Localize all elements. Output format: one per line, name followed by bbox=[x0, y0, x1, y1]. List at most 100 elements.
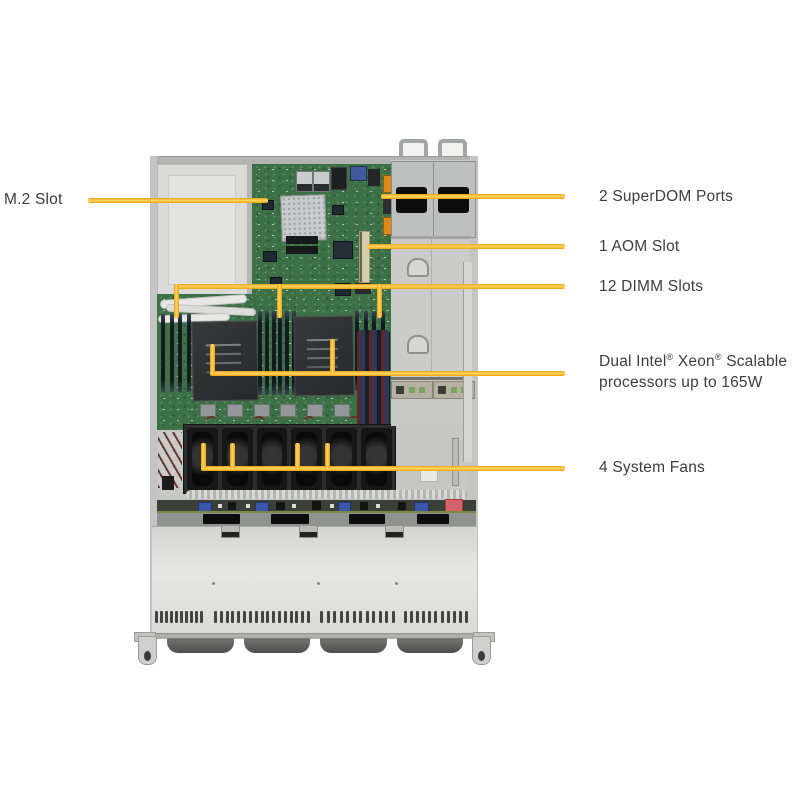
io-port bbox=[368, 169, 380, 186]
lan-port bbox=[313, 171, 330, 192]
vent-slot bbox=[283, 611, 287, 623]
vent-slot bbox=[195, 611, 198, 623]
xeon-text: Dual Intel bbox=[599, 353, 667, 370]
choke bbox=[200, 404, 216, 417]
callout-riser-fan bbox=[201, 443, 206, 469]
backplane-chip bbox=[228, 502, 236, 510]
screw bbox=[212, 582, 215, 585]
vent-slot bbox=[248, 611, 252, 623]
vent-slot-group bbox=[214, 611, 310, 624]
power-cable-bundle bbox=[357, 330, 390, 434]
vent-slot bbox=[254, 611, 258, 623]
backplane-led bbox=[292, 504, 296, 508]
vent-slot bbox=[440, 611, 444, 623]
vent-slot bbox=[346, 611, 350, 623]
vent-slot bbox=[155, 611, 158, 623]
dimm-slot bbox=[278, 311, 283, 395]
vent-slot bbox=[160, 611, 163, 623]
registered-mark: ® bbox=[666, 351, 674, 362]
vent-slot bbox=[428, 611, 432, 623]
aom-slot-connector bbox=[359, 231, 370, 283]
backplane-pcb-edge bbox=[157, 511, 476, 513]
xeon-text: Xeon bbox=[673, 353, 715, 370]
dimm-bank-left bbox=[161, 314, 191, 392]
vent-slot bbox=[446, 611, 450, 623]
vent-slot bbox=[237, 611, 241, 623]
callout-riser-fan bbox=[230, 443, 235, 469]
psu-bay-seam bbox=[391, 236, 470, 239]
dimm-slot bbox=[285, 311, 290, 395]
lan-port bbox=[296, 171, 313, 192]
vent-slot bbox=[320, 611, 323, 623]
vent-slot bbox=[404, 611, 407, 623]
vent-slot bbox=[190, 611, 193, 623]
callout-line-dimm bbox=[174, 284, 565, 289]
vent-slot bbox=[391, 611, 395, 623]
vent-slot bbox=[165, 611, 168, 623]
backplane-led bbox=[246, 504, 250, 508]
braided-cable bbox=[186, 490, 468, 499]
backplane-chip bbox=[312, 501, 321, 510]
vent-slot bbox=[272, 611, 276, 623]
dimm-slot bbox=[264, 311, 269, 395]
vent-slot bbox=[307, 611, 310, 623]
chassis-front-edge bbox=[152, 633, 477, 639]
finger-cutout bbox=[407, 335, 429, 354]
vrm-chokes bbox=[200, 404, 350, 417]
callout-line-xeon bbox=[210, 371, 565, 376]
vent-slot bbox=[175, 611, 178, 623]
psu-fan-opening bbox=[396, 187, 427, 213]
choke bbox=[253, 404, 270, 417]
callout-line-aom bbox=[367, 244, 565, 249]
choke bbox=[333, 404, 350, 417]
vent-slot bbox=[464, 611, 468, 623]
mount-tab bbox=[299, 525, 318, 538]
drive-tray-bottoms bbox=[162, 638, 468, 653]
drive-connector bbox=[203, 514, 240, 524]
vent-slot bbox=[359, 611, 363, 623]
ic-chip bbox=[332, 205, 344, 215]
m2-slot-connector bbox=[286, 236, 318, 244]
vent-slot bbox=[225, 611, 229, 623]
vent-slot bbox=[243, 611, 247, 623]
psu-fan-opening bbox=[438, 187, 469, 213]
callout-riser-xeon bbox=[210, 344, 215, 374]
system-fan bbox=[256, 428, 288, 490]
drive-tray bbox=[243, 638, 310, 653]
mount-tab bbox=[221, 525, 240, 538]
choke bbox=[280, 404, 297, 417]
vent-slot-group bbox=[320, 611, 395, 624]
vent-slot bbox=[458, 611, 462, 623]
vent-slot bbox=[266, 611, 270, 623]
dimm-slot bbox=[186, 314, 191, 392]
callout-drop-dimm bbox=[277, 284, 282, 318]
vent-slot bbox=[452, 611, 456, 623]
cpu1-heatsink bbox=[191, 320, 259, 402]
backplane-led bbox=[376, 504, 380, 508]
chassis-rail bbox=[452, 438, 459, 486]
vent-slot bbox=[385, 611, 389, 623]
vent-slot bbox=[277, 611, 281, 623]
callout-riser-fan bbox=[325, 443, 330, 469]
vent-slot bbox=[289, 611, 293, 623]
xeon-text: Scalable bbox=[721, 353, 788, 370]
rack-ear-left-foot bbox=[138, 636, 157, 665]
dimm-slot bbox=[258, 311, 262, 395]
small-label bbox=[420, 470, 438, 482]
screw bbox=[395, 582, 398, 585]
callout-line-superdom bbox=[381, 194, 565, 199]
drive-connector bbox=[271, 514, 309, 524]
chassis-rail-right bbox=[463, 262, 472, 462]
choke bbox=[307, 404, 324, 417]
callout-riser-xeon bbox=[330, 339, 335, 374]
vent-slot bbox=[231, 611, 235, 623]
vent-slot bbox=[180, 611, 183, 623]
vent-slot bbox=[365, 611, 369, 623]
screw-hole bbox=[144, 651, 151, 661]
vent-slot bbox=[219, 611, 223, 623]
vent-slot-group bbox=[155, 611, 203, 624]
psu-connector-strip bbox=[391, 377, 470, 380]
vent-slot bbox=[214, 611, 217, 623]
drive-tray bbox=[320, 638, 387, 653]
